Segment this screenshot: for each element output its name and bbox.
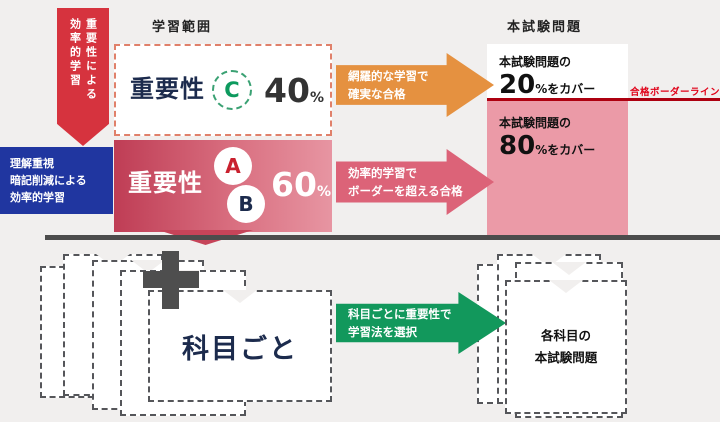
percent-60: 60 % bbox=[271, 168, 331, 201]
sheet-notch-icon bbox=[552, 262, 586, 275]
coverage-80-panel: 本試験問題の 80 %をカバー bbox=[487, 101, 628, 237]
grade-b-badge: B bbox=[227, 185, 265, 223]
grade-c-letter: C bbox=[224, 78, 240, 102]
percent-60-number: 60 bbox=[271, 165, 317, 204]
coverage-80-caption: 本試験問題の bbox=[499, 116, 572, 130]
ribbon-text-line2: 効率的学習 bbox=[68, 18, 82, 88]
exam-sheet-line1: 各科目の bbox=[540, 328, 591, 343]
sheet-notch-icon bbox=[223, 290, 257, 303]
coverage-80-number: 80 bbox=[499, 131, 536, 161]
coverage-20-caption: 本試験問題の bbox=[499, 55, 572, 69]
coverage-20-number: 20 bbox=[499, 70, 536, 100]
percent-40-number: 40 bbox=[264, 71, 310, 110]
exam-questions-label: 本試験問題 bbox=[507, 20, 583, 35]
coverage-20-value: 20 %をカバー bbox=[499, 72, 628, 98]
green-arrow-line1: 科目ごとに重要性で bbox=[348, 306, 452, 321]
efficiency-line3: 効率的学習 bbox=[10, 191, 65, 205]
subject-label: 科目ごと bbox=[182, 333, 298, 365]
efficiency-line1: 理解重視 bbox=[10, 157, 54, 170]
importance-ab-box: 重要性 A B 60 % bbox=[114, 140, 332, 232]
pass-border-label: 合格ボーダーライン bbox=[630, 87, 720, 98]
grade-b-letter: B bbox=[238, 192, 254, 216]
percent-40: 40 % bbox=[264, 74, 324, 107]
grade-a-letter: A bbox=[225, 154, 241, 178]
section-divider bbox=[45, 235, 720, 240]
ribbon-text-line1: 重要性による bbox=[84, 18, 98, 102]
percent-60-sign: % bbox=[316, 184, 331, 200]
importance-efficiency-ribbon-arrow-icon: 重要性による 効率的学習 bbox=[57, 8, 109, 146]
efficient-study-arrow-icon: 効率的学習で ボーダーを超える合格 bbox=[336, 149, 494, 215]
comprehensive-study-arrow-icon: 網羅的な学習で 確実な合格 bbox=[336, 53, 494, 117]
coverage-20-suffix: %をカバー bbox=[535, 82, 596, 96]
percent-40-sign: % bbox=[309, 90, 324, 106]
efficiency-method-box: 理解重視 暗記削減による 効率的学習 bbox=[0, 147, 113, 214]
efficiency-line2: 暗記削減による bbox=[10, 174, 87, 188]
subject-front-sheet: 科目ごと bbox=[148, 290, 332, 402]
sheet-notch-icon bbox=[549, 280, 583, 293]
grade-c-badge: C bbox=[212, 70, 252, 110]
coverage-20-panel: 本試験問題の 20 %をカバー bbox=[487, 44, 628, 101]
orange-arrow-line1: 網羅的な学習で bbox=[348, 68, 429, 83]
coverage-80-suffix: %をカバー bbox=[535, 143, 596, 157]
scope-label: 学習範囲 bbox=[152, 20, 213, 35]
plus-vertical-bar bbox=[162, 251, 179, 309]
pink-arrow-line1: 効率的学習で bbox=[348, 165, 417, 180]
pass-border-line bbox=[487, 98, 720, 101]
importance-c-title: 重要性 bbox=[130, 75, 205, 103]
coverage-80-value: 80 %をカバー bbox=[499, 133, 628, 159]
green-arrow-line2: 学習法を選択 bbox=[348, 324, 417, 339]
importance-c-box: 重要性 C 40 % bbox=[114, 44, 332, 136]
importance-ab-title: 重要性 bbox=[128, 169, 203, 197]
orange-arrow-line2: 確実な合格 bbox=[348, 86, 406, 101]
exam-front-sheet: 各科目の 本試験問題 bbox=[505, 280, 627, 414]
exam-sheet-line2: 本試験問題 bbox=[534, 350, 598, 365]
pink-arrow-line2: ボーダーを超える合格 bbox=[348, 183, 463, 198]
grade-a-badge: A bbox=[214, 147, 252, 185]
plus-icon bbox=[143, 251, 199, 309]
